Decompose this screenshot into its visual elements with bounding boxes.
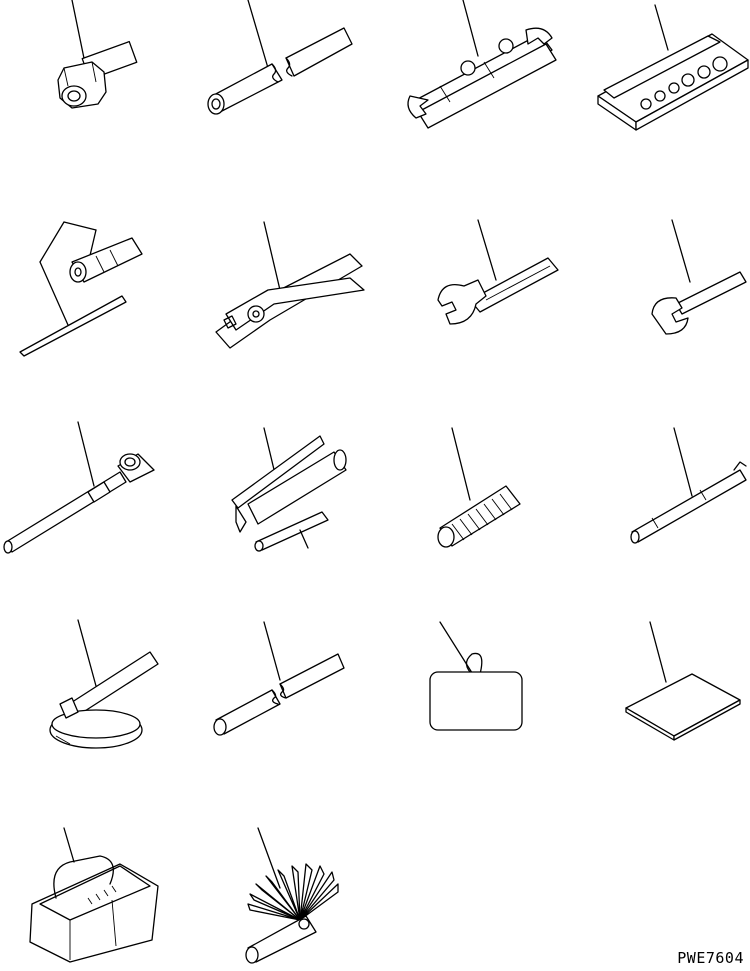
screwdriver-illustration (20, 222, 142, 356)
box-wrench-handle-illustration (4, 422, 154, 553)
tool-bag-illustration (30, 828, 158, 962)
joint-fitting-illustration (58, 0, 137, 108)
drawing-code-label: PWE7604 (677, 949, 744, 967)
socket-set-case-illustration (598, 5, 748, 130)
extension-bar-illustration (631, 428, 746, 543)
grease-gun-illustration (232, 428, 346, 551)
pipe-illustration (208, 0, 352, 114)
pliers-illustration (216, 222, 364, 348)
tag-illustration (430, 622, 522, 730)
manual-booklet-illustration (626, 622, 740, 740)
pipe-illustration-2 (214, 622, 344, 735)
filter-wrench-illustration (50, 620, 158, 748)
spanner-illustration (652, 220, 746, 334)
double-end-wrench-set-illustration (408, 0, 556, 128)
adjustable-wrench-illustration (438, 220, 558, 324)
spring-hose-illustration (438, 428, 520, 547)
feeler-gauge-illustration (246, 828, 338, 963)
